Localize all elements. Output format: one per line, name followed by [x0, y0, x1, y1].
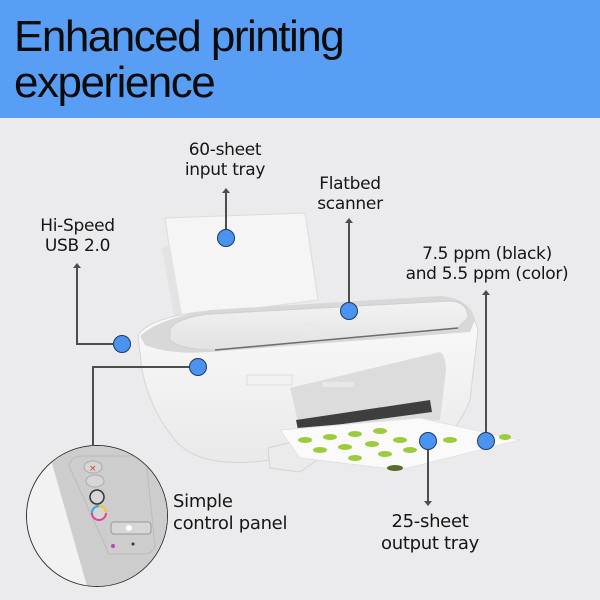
usb-arrow-icon	[73, 263, 81, 268]
print-speed-hotspot[interactable]	[477, 432, 495, 450]
control-panel-line-horizontal	[92, 366, 198, 368]
scanner-label: Flatbed scanner	[300, 174, 400, 214]
output-tray-label: 25-sheet output tray	[375, 511, 485, 555]
scanner-label-line2: scanner	[317, 194, 383, 214]
control-panel-zoom: ×	[26, 445, 168, 587]
control-panel-label-line1: Simple	[173, 491, 233, 512]
input-tray-label-line1: 60-sheet	[188, 140, 262, 160]
usb-label-line2: USB 2.0	[44, 236, 111, 256]
input-tray-arrow-icon	[222, 188, 230, 193]
print-speed-line	[485, 294, 487, 441]
svg-text:×: ×	[89, 464, 97, 474]
output-tray-line	[427, 441, 429, 502]
print-speed-label-line2: and 5.5 ppm (color)	[405, 264, 569, 284]
usb-line-horizontal	[76, 343, 122, 345]
title-line-1: Enhanced printing	[14, 12, 345, 61]
input-tray-support	[164, 212, 319, 319]
control-panel-label: Simple control panel	[173, 491, 313, 535]
scanner-lid	[169, 300, 469, 351]
header-banner: Enhanced printing experience	[0, 0, 600, 118]
output-tray-arrow-icon	[424, 501, 432, 506]
print-speed-label-line1: 7.5 ppm (black)	[422, 244, 552, 264]
usb-hotspot[interactable]	[113, 335, 131, 353]
printed-paper	[279, 417, 521, 471]
power-button-icon	[110, 521, 152, 535]
control-panel-line-vertical	[92, 366, 94, 446]
control-panel-label-line2: control panel	[173, 513, 288, 534]
black-copy-button-icon	[89, 489, 105, 505]
input-tray-line	[225, 192, 227, 238]
color-copy-button-icon	[91, 505, 107, 521]
input-tray-label: 60-sheet input tray	[160, 140, 290, 180]
usb-label-line1: Hi-Speed	[40, 216, 115, 236]
print-speed-arrow-icon	[482, 290, 490, 295]
print-speed-label: 7.5 ppm (black) and 5.5 ppm (color)	[392, 244, 582, 284]
scanner-hotspot[interactable]	[340, 302, 358, 320]
input-tray-label-line2: input tray	[184, 160, 266, 180]
title-line-2: experience	[14, 58, 216, 107]
page-title: Enhanced printing experience	[14, 12, 345, 107]
scanner-label-line1: Flatbed	[319, 174, 381, 194]
output-tray-hotspot[interactable]	[419, 432, 437, 450]
input-tray-hotspot[interactable]	[217, 229, 235, 247]
usb-label: Hi-Speed USB 2.0	[25, 216, 130, 256]
resume-button-icon	[85, 474, 105, 488]
cancel-button-icon: ×	[83, 460, 103, 474]
scanner-arrow-icon	[345, 218, 353, 223]
ink-indicator-icon	[111, 544, 115, 548]
scanner-line	[348, 222, 350, 311]
usb-line-vertical	[76, 267, 78, 345]
hp-logo-icon	[302, 322, 318, 338]
control-panel-hotspot[interactable]	[189, 358, 207, 376]
output-tray-label-line2: output tray	[381, 533, 479, 554]
output-tray-label-line1: 25-sheet	[391, 511, 469, 532]
